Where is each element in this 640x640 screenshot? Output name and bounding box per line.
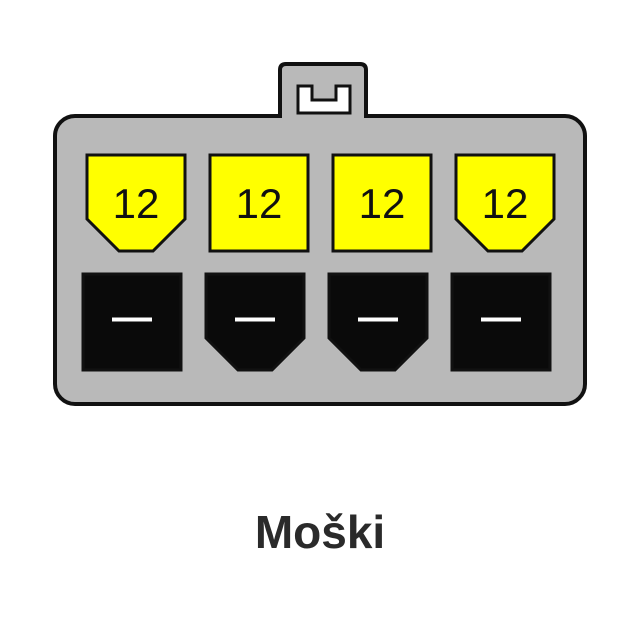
connector-caption: Moški: [254, 506, 386, 558]
pin-12v-4: [454, 153, 556, 253]
bottom-pin-row: — — — —: [81, 272, 552, 372]
pin-ground-1: [81, 272, 183, 372]
pin-ground-label: —: [481, 295, 521, 339]
pin-12v-label: 12: [359, 180, 406, 227]
pin-ground-label: —: [235, 295, 275, 339]
top-pin-row: 12 12 12 12: [85, 153, 556, 253]
pin-ground-label: —: [112, 295, 152, 339]
pin-ground-2: [204, 272, 306, 372]
pin-12v-label: 12: [482, 180, 529, 227]
pin-12v-label: 12: [113, 180, 160, 227]
pin-12v-1: [85, 153, 187, 253]
pin-12v-3: [331, 153, 433, 253]
pin-ground-label: —: [358, 295, 398, 339]
pin-12v-2: [208, 153, 310, 253]
latch-notch: [296, 84, 352, 115]
pin-12v-label: 12: [236, 180, 283, 227]
pin-ground-4: [450, 272, 552, 372]
pin-ground-3: [327, 272, 429, 372]
